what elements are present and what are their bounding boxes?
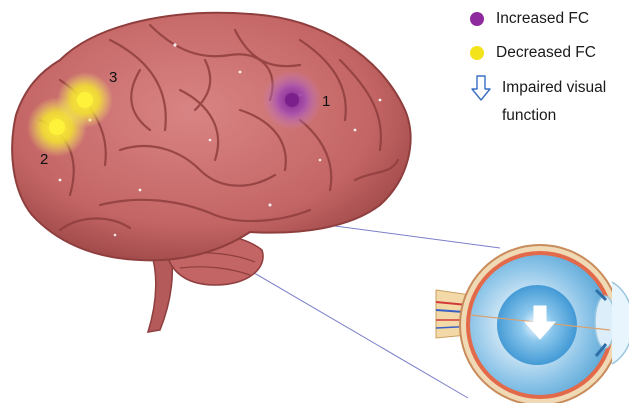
brain-stem [148,250,172,332]
yellow-dot-icon [470,46,484,60]
legend-label-impaired-line2: function [502,102,628,130]
marker-label-1: 1 [322,93,330,110]
cornea [612,282,629,364]
legend-item-increased-fc: Increased FC [470,10,589,28]
marker-1-increased-dot [285,93,299,107]
legend-label-impaired-visual-function: Impaired visual function [502,74,628,130]
down-arrow-icon [470,74,492,102]
marker-label-2: 2 [40,151,48,168]
legend-item-decreased-fc: Decreased FC [470,44,596,62]
marker-2-decreased-dot [49,119,65,135]
purple-dot-icon [470,12,484,26]
legend-item-impaired-visual-function [470,74,492,102]
eye-illustration [436,245,629,403]
connector-line-lower [232,260,468,398]
legend-label-decreased-fc: Decreased FC [496,44,596,62]
marker-3-decreased-dot [77,92,93,108]
legend-label-impaired-line1: Impaired visual [502,74,628,102]
marker-label-3: 3 [109,69,117,86]
connector-line-upper [320,224,500,248]
legend-label-increased-fc: Increased FC [496,10,589,28]
